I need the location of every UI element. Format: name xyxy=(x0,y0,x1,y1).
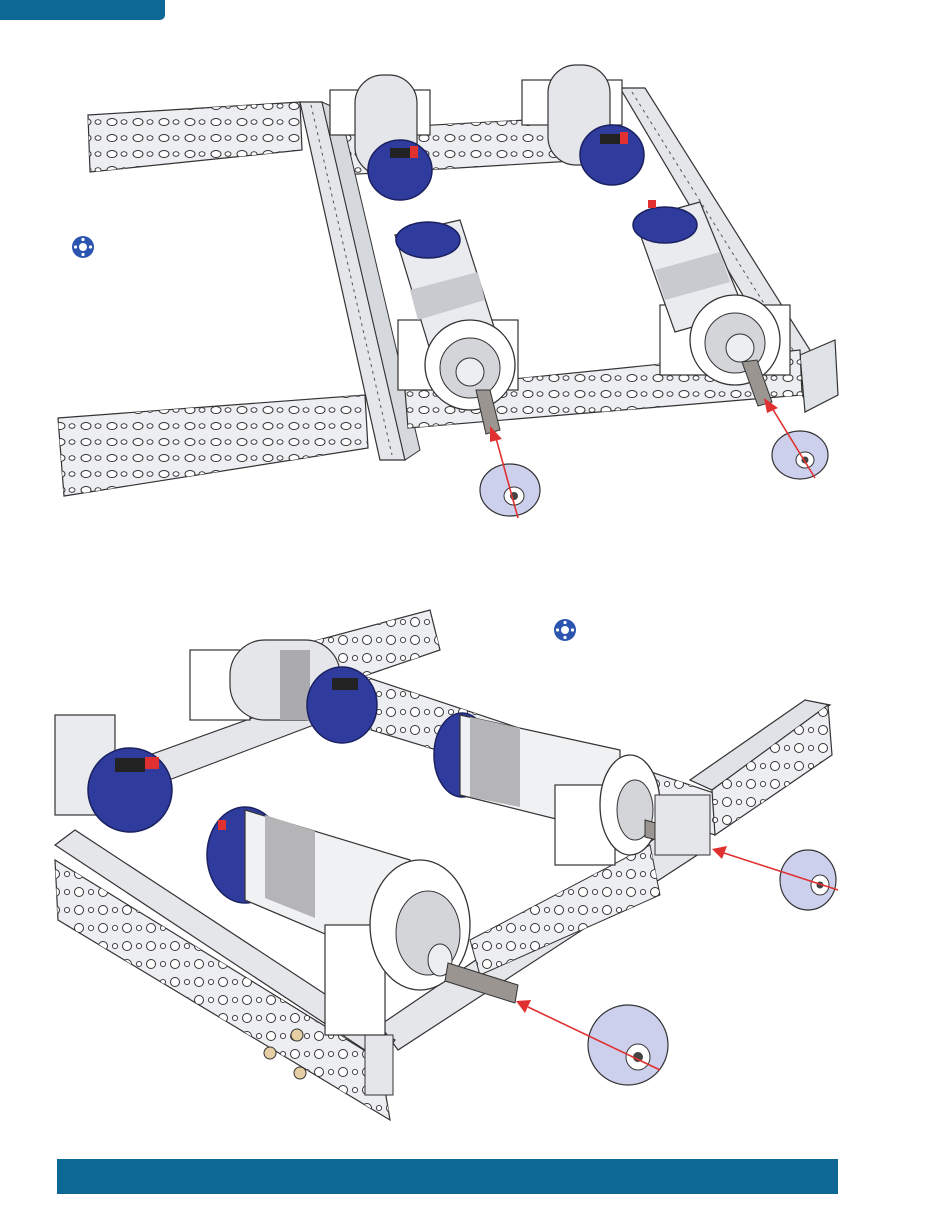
rail-back-left xyxy=(88,102,302,172)
figure-top-illustration xyxy=(0,50,950,530)
hub-bottom-left xyxy=(588,1005,668,1085)
rail-front-left xyxy=(58,395,368,496)
motor-back-far-left xyxy=(55,715,172,832)
header-corner-tab xyxy=(0,0,165,20)
figure-bottom-illustration xyxy=(0,595,950,1135)
footer-bar xyxy=(57,1159,838,1194)
motor-back-right xyxy=(522,65,644,185)
